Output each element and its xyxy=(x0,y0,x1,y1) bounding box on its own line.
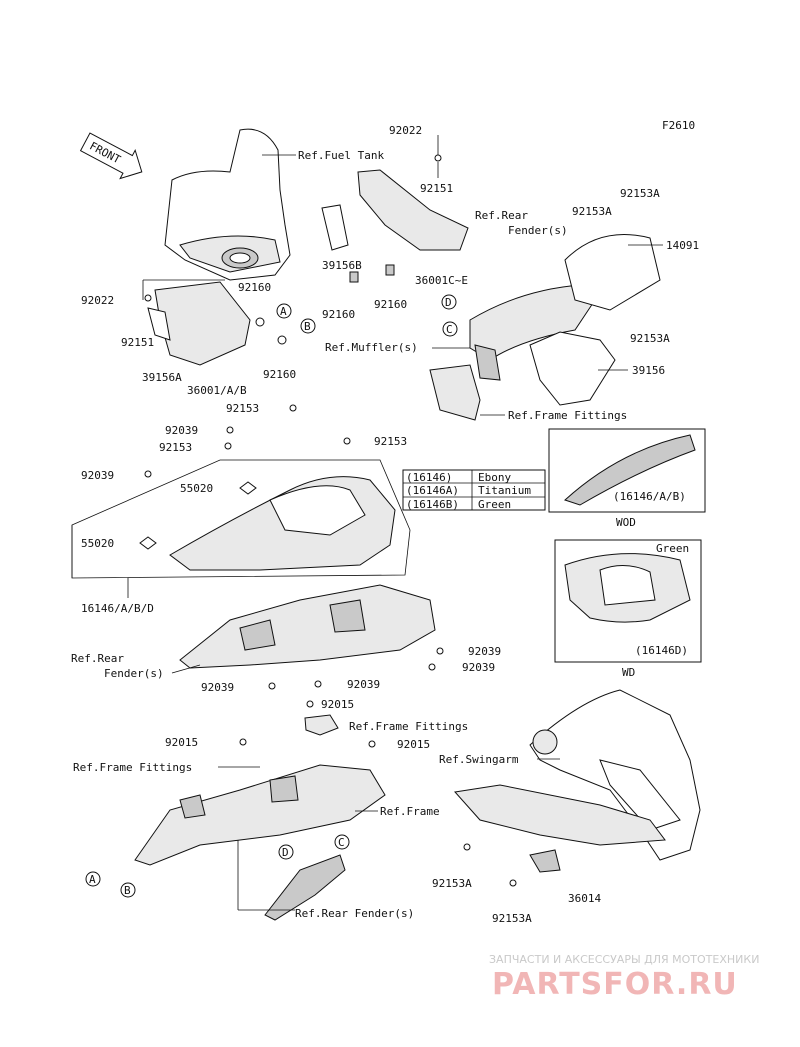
part-92015-a: 92015 xyxy=(321,698,354,711)
callout-a1 xyxy=(276,303,292,319)
front-arrow-icon: FRONT xyxy=(79,132,143,180)
rear-subframe-lower xyxy=(134,764,386,866)
part-39156b: 39156B xyxy=(322,259,362,272)
part-39156a: 39156A xyxy=(142,371,182,384)
ref-rear-fender-bottom: Ref.Rear Fender(s) xyxy=(295,907,414,920)
part-92153a-5: 92153A xyxy=(492,912,532,925)
frame-fitting-mid xyxy=(304,714,339,736)
color-code-2: (16146A) xyxy=(406,484,459,497)
svg-text:C: C xyxy=(446,323,453,336)
part-92153-a: 92153 xyxy=(226,402,259,415)
callout-b2 xyxy=(120,882,136,898)
rear-fender-mid xyxy=(179,584,436,669)
part-92039-c: 92039 xyxy=(468,645,501,658)
inset-wd: Green (16146D) WD xyxy=(554,539,702,679)
ref-frame: Ref.Frame xyxy=(380,805,440,818)
part-36001ab: 36001/A/B xyxy=(187,384,247,397)
color-name-2: Titanium xyxy=(478,484,531,497)
part-92160-b: 92160 xyxy=(322,308,355,321)
svg-text:B: B xyxy=(124,884,131,897)
part-92153a-4: 92153A xyxy=(432,877,472,890)
ref-frame-fittings-top: Ref.Frame Fittings xyxy=(508,409,627,422)
svg-text:B: B xyxy=(304,320,311,333)
inset-wod-caption: WOD xyxy=(616,516,636,529)
seat-cowl xyxy=(169,476,396,571)
part-92153a-1: 92153A xyxy=(572,205,612,218)
part-92039-b: 92039 xyxy=(81,469,114,482)
fuel-tank-outline xyxy=(164,128,291,281)
color-code-3: (16146B) xyxy=(406,498,459,511)
part-92153a-2: 92153A xyxy=(620,187,660,200)
color-table: (16146) Ebony (16146A) Titanium (16146B)… xyxy=(402,469,546,511)
part-36014: 36014 xyxy=(568,892,601,905)
heat-guard-39156 xyxy=(529,331,616,406)
ref-fuel-tank: Ref.Fuel Tank xyxy=(298,149,384,162)
rear-fender-lower xyxy=(264,854,346,921)
swingarm xyxy=(529,689,701,861)
ref-muffler: Ref.Muffler(s) xyxy=(325,341,418,354)
watermark-line1: ЗАПЧАСТИ И АКСЕССУАРЫ ДЛЯ МОТОТЕХНИКИ xyxy=(489,953,759,966)
side-cover-36001c xyxy=(321,169,469,283)
part-92022-left: 92022 xyxy=(81,294,114,307)
side-cover-36001 xyxy=(147,281,251,366)
ref-rear-fender-mid-2: Fender(s) xyxy=(104,667,164,680)
part-55020-b: 55020 xyxy=(81,537,114,550)
part-92160-a: 92160 xyxy=(374,298,407,311)
svg-text:D: D xyxy=(445,296,452,309)
part-92039-d: 92039 xyxy=(462,661,495,674)
ref-swingarm: Ref.Swingarm xyxy=(439,753,519,766)
callout-a2 xyxy=(85,871,101,887)
svg-text:C: C xyxy=(338,836,345,849)
ref-rear-fender-mid-1: Ref.Rear xyxy=(71,652,124,665)
part-92022-top: 92022 xyxy=(389,124,422,137)
svg-text:A: A xyxy=(89,873,96,886)
part-14091: 14091 xyxy=(666,239,699,252)
heat-guard-14091 xyxy=(564,234,661,311)
ref-rear-fender-top-1: Ref.Rear xyxy=(475,209,528,222)
inset-wd-part: (16146D) xyxy=(635,644,688,657)
part-92039-a: 92039 xyxy=(165,424,198,437)
color-name-1: Ebony xyxy=(478,471,511,484)
svg-text:A: A xyxy=(280,305,287,318)
frame-fitting-top xyxy=(429,364,481,421)
part-92160-c: 92160 xyxy=(238,281,271,294)
callout-b1 xyxy=(300,318,316,334)
part-92153-c: 92153 xyxy=(374,435,407,448)
muffler-cover xyxy=(469,284,596,381)
ref-rear-fender-top-2: Fender(s) xyxy=(508,224,568,237)
callout-c1 xyxy=(442,321,458,337)
part-92151-left: 92151 xyxy=(121,336,154,349)
part-36001ce: 36001C~E xyxy=(415,274,468,287)
svg-text:D: D xyxy=(282,846,289,859)
inset-wd-color: Green xyxy=(656,542,689,555)
part-39156: 39156 xyxy=(632,364,665,377)
inset-wod-part: (16146/A/B) xyxy=(613,490,686,503)
figure-code: F2610 xyxy=(662,119,695,132)
callout-d1 xyxy=(441,294,457,310)
part-92015-b: 92015 xyxy=(165,736,198,749)
part-92039-e: 92039 xyxy=(201,681,234,694)
callout-d2 xyxy=(278,844,294,860)
part-92015-c: 92015 xyxy=(397,738,430,751)
callout-c2 xyxy=(334,834,350,850)
inset-wod: (16146/A/B) WOD xyxy=(548,428,706,529)
watermark-line2: PARTSFOR.RU xyxy=(492,967,738,1002)
part-92153a-3: 92153A xyxy=(630,332,670,345)
chain-guard-36014 xyxy=(454,784,666,873)
bolt-92022-top xyxy=(434,154,442,162)
part-16146abd: 16146/A/B/D xyxy=(81,602,154,615)
part-92039-f: 92039 xyxy=(347,678,380,691)
ref-frame-fittings-mid: Ref.Frame Fittings xyxy=(349,720,468,733)
part-55020-a: 55020 xyxy=(180,482,213,495)
part-92160-d: 92160 xyxy=(263,368,296,381)
color-name-3: Green xyxy=(478,498,511,511)
color-code-1: (16146) xyxy=(406,471,452,484)
part-92151-top: 92151 xyxy=(420,182,453,195)
part-92153-b: 92153 xyxy=(159,441,192,454)
ref-frame-fittings-left: Ref.Frame Fittings xyxy=(73,761,192,774)
inset-wd-caption: WD xyxy=(622,666,635,679)
